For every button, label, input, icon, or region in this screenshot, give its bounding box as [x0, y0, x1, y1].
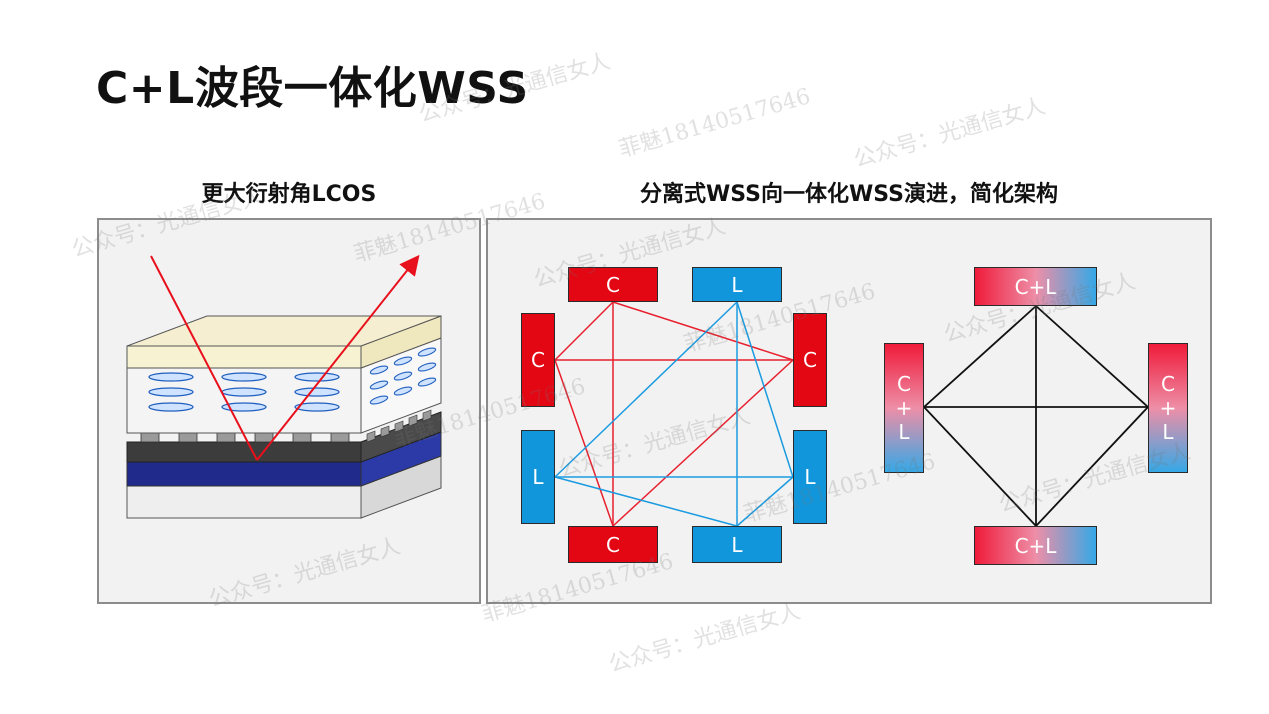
lcos-lc-molecules-side — [369, 347, 437, 405]
lcos-glass-front — [126, 345, 362, 369]
c-band-connections — [554, 301, 794, 527]
incident-ray — [150, 255, 258, 461]
l-box-left: L — [521, 430, 555, 524]
l-band-connections — [554, 301, 794, 527]
l-box-top: L — [692, 267, 782, 302]
cl-box-top: C+L — [974, 267, 1097, 306]
page-title: C+L波段一体化WSS — [96, 63, 529, 114]
c-box-bottom: C — [568, 526, 658, 563]
cl-box-bottom: C+L — [974, 526, 1097, 565]
c-box-top: C — [568, 267, 658, 302]
lcos-panel — [97, 218, 481, 604]
lcos-lc-molecules — [148, 372, 340, 412]
right-panel-subtitle: 分离式WSS向一体化WSS演进，简化架构 — [640, 182, 1058, 207]
lcos-blue-front — [126, 461, 362, 487]
lcos-glass-top — [126, 315, 442, 347]
lcos-silicon-front — [126, 441, 362, 463]
diffracted-ray-arrow — [256, 254, 420, 461]
c-box-left: C — [521, 313, 555, 407]
watermark-contact: 菲魅18140517646 — [616, 84, 814, 163]
connection-lines — [554, 301, 1149, 527]
lcos-base-front — [126, 485, 362, 519]
c-box-right: C — [793, 313, 827, 407]
l-box-bottom: L — [692, 526, 782, 563]
cl-box-right: C + L — [1148, 343, 1188, 473]
watermark-account: 公众号：光通信女人 — [851, 94, 1049, 173]
lcos-pixel-electrodes-side — [366, 409, 432, 443]
architecture-panel: C L C C L L C L C+L C + L C + L C+L — [486, 218, 1212, 604]
l-box-right: L — [793, 430, 827, 524]
watermark-account: 公众号：光通信女人 — [606, 599, 804, 678]
integrated-connections — [923, 305, 1149, 527]
left-panel-subtitle: 更大衍射角LCOS — [201, 182, 377, 207]
cl-box-left: C + L — [884, 343, 924, 473]
lcos-illustration — [126, 254, 442, 519]
